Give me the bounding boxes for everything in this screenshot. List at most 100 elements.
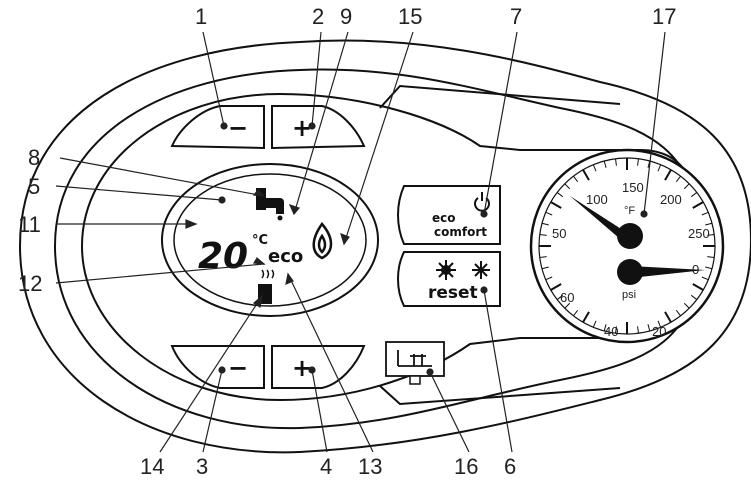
filling-tap-box[interactable] (385, 341, 445, 385)
gauge-tick (690, 192, 698, 198)
gauge-tick (657, 320, 662, 328)
gauge-tick (582, 169, 590, 181)
gauge-temp-unit: °F (624, 205, 635, 217)
gauge-tick (675, 309, 681, 317)
gauge-tick (573, 175, 579, 183)
eco-comfort-button[interactable]: eco comfort (397, 185, 501, 245)
comfort-button-label: comfort (434, 225, 487, 239)
pressure-needle (630, 266, 705, 278)
housing-outer-outline (18, 39, 751, 454)
minus-label-top: − (228, 114, 248, 142)
gauge-tick (683, 183, 690, 190)
gauge-tick (637, 326, 639, 334)
gauge-tick (556, 294, 564, 300)
housing-inner-outline (80, 92, 702, 402)
lcd-outer-ring (161, 163, 379, 317)
gauge-tick (692, 201, 704, 209)
gauge-tick (592, 164, 597, 172)
power-icon (474, 192, 490, 212)
pressure-tick-label: 40 (604, 324, 618, 339)
reset-button[interactable]: reset (397, 251, 501, 307)
temperature-needle-hub (617, 223, 643, 249)
callout-13: 13 (358, 454, 382, 479)
callout-14: 14 (140, 454, 164, 479)
gauge-tick (564, 302, 571, 309)
pressure-needle-hub (617, 259, 643, 285)
gauge-tick (705, 266, 713, 270)
pressure-tick-label: 20 (652, 324, 666, 339)
callout-11: 11 (18, 212, 41, 237)
gauge-tick (701, 276, 709, 281)
gauge-tick (637, 158, 639, 166)
gauge-tick (603, 324, 607, 332)
gauge-tick (675, 175, 681, 183)
gauge-tick (550, 283, 562, 291)
callout-16: 16 (454, 454, 478, 479)
gauge-tick (573, 309, 579, 317)
temperature-needle (570, 196, 632, 244)
callout-12: 12 (18, 271, 42, 296)
minus-button-bottom[interactable] (170, 345, 265, 389)
gauge-tick (664, 169, 672, 181)
gauge-tick (615, 326, 617, 334)
filling-tap-stem (409, 375, 421, 385)
callout-5: 5 (28, 174, 40, 199)
temperature-tick-label: 250 (688, 226, 710, 241)
gauge-tick (683, 302, 690, 309)
gauge-labels: 501001502002506040200 (552, 180, 710, 339)
callout-4: 4 (320, 454, 332, 479)
filling-tap-icon (397, 350, 432, 367)
gauge-tick (705, 222, 713, 226)
reset-button-label: reset (428, 283, 478, 303)
temperature-tick-label: 200 (660, 192, 682, 207)
sun-icon (436, 260, 456, 280)
flame-icon (312, 221, 333, 260)
gauge-tick (545, 211, 553, 216)
callout-leaders (55, 31, 666, 453)
gauge-tick (603, 160, 607, 168)
gauge-tick (541, 222, 549, 226)
plus-button-bottom[interactable] (271, 345, 366, 389)
plus-button-top[interactable] (271, 105, 366, 150)
gauge-tick (545, 276, 553, 281)
gauge-tick (692, 283, 704, 291)
button-group-top: − + (170, 105, 366, 150)
callout-3: 3 (196, 454, 208, 479)
temperature-tick-label: 100 (586, 192, 608, 207)
gauge-tick (690, 294, 698, 300)
gauge-tick (707, 256, 715, 258)
callout-9: 9 (340, 4, 352, 29)
gauge-strip-top (379, 84, 621, 109)
gauge-tick (556, 192, 564, 198)
temperature-tick-label: 50 (552, 226, 566, 241)
snowflake-icon (472, 261, 490, 279)
gauge-tick (539, 234, 547, 236)
temperature-unit: °C (252, 233, 268, 248)
temperature-tick-label: 150 (622, 180, 644, 195)
lcd-inner-ring (173, 173, 367, 307)
eco-button-label: eco (432, 211, 456, 225)
gauge-tick (539, 256, 547, 258)
temperature-pressure-gauge: 501001502002506040200 °F psi (529, 148, 725, 344)
gauge-tick (647, 324, 651, 332)
pressure-tick-label: 60 (560, 290, 574, 305)
tap-icon (256, 188, 284, 221)
minus-button-top[interactable] (170, 105, 265, 150)
plus-label-bottom: + (292, 354, 312, 382)
temperature-readout: 20 (198, 236, 248, 277)
button-group-bottom: − + (170, 345, 366, 389)
gauge-strip-bottom (379, 385, 621, 406)
gauge-tick (657, 164, 662, 172)
gauge-tick (664, 311, 672, 323)
lcd-display: 20 °C eco (161, 163, 379, 317)
gauge-pressure-unit: psi (622, 289, 636, 301)
callout-17: 17 (652, 4, 676, 29)
callout-15: 15 (398, 4, 422, 29)
gauge-tick (564, 183, 571, 190)
gauge-tick (615, 158, 617, 166)
gauge-tick (541, 266, 549, 270)
gauge-tick (550, 201, 562, 209)
callout-8: 8 (28, 145, 40, 170)
callout-numbers: 1 2 9 15 7 17 8 5 11 12 14 3 4 13 16 6 (18, 4, 676, 479)
callout-7: 7 (510, 4, 522, 29)
